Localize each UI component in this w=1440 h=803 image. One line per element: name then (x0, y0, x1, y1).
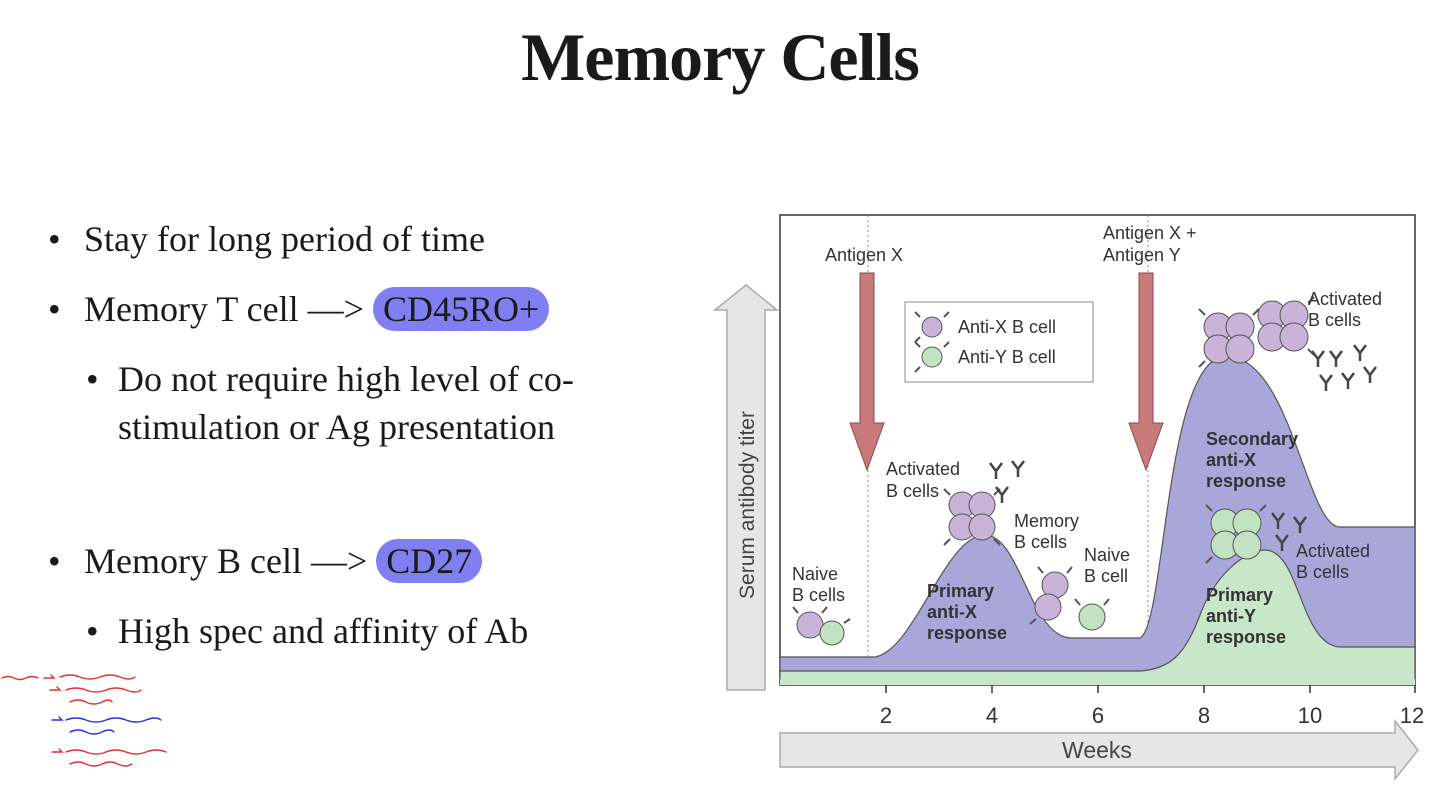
antibody-glyphs-1 (989, 460, 1025, 503)
y-axis-label: Serum antibody titer (736, 411, 759, 599)
activated-top-cluster (1198, 296, 1315, 368)
memory-b-cells-label-1: Memory (1014, 511, 1079, 531)
x-ticks (885, 685, 1416, 693)
primary-y-label-2: anti-Y (1206, 606, 1256, 626)
handwritten-notes (1, 674, 167, 767)
naive-b-cell-label-2: B cell (1084, 566, 1128, 586)
antibody-glyphs-2 (1311, 344, 1377, 391)
bullet-dot: • (86, 359, 99, 399)
antigen-xy-label-line2: Antigen Y (1103, 245, 1181, 265)
bullet-text: Do not require high level of co- (118, 359, 574, 399)
highlight-cd45ro: CD45RO+ (372, 287, 550, 331)
memory-b-cells-cluster (1029, 566, 1073, 625)
primary-y-label-3: response (1206, 627, 1286, 647)
activated-top-label-1: Activated (1308, 289, 1382, 309)
primary-x-label-2: anti-X (927, 602, 977, 622)
x-tick-label: 8 (1198, 703, 1210, 728)
naive-b-cell-green (1074, 598, 1110, 631)
activated-top-label-2: B cells (1308, 310, 1361, 330)
primary-x-label-1: Primary (927, 581, 994, 601)
x-axis-arrow (779, 718, 1419, 782)
legend-anti-x-cell (914, 311, 950, 343)
legend-box (904, 301, 1094, 383)
naive-b-cells-label-1: Naive (792, 564, 838, 584)
primary-x-label-3: response (927, 623, 1007, 643)
bullet-text: Memory T cell —> (84, 289, 373, 329)
x-tick-label: 4 (986, 703, 998, 728)
bullet-dot: • (48, 289, 61, 329)
bullet-dot: • (86, 611, 99, 651)
x-tick-label: 2 (880, 703, 892, 728)
bullet-text: Memory B cell —> (84, 541, 377, 581)
bullet-text: stimulation or Ag presentation (118, 407, 555, 447)
activated-b-cells-cluster (943, 488, 1001, 546)
antigen-xy-arrow (1128, 272, 1164, 472)
activated-green-cluster (1205, 504, 1267, 564)
antigen-x-arrow (849, 272, 885, 472)
naive-b-cells-label-2: B cells (792, 585, 845, 605)
highlight-cd27: CD27 (376, 539, 483, 583)
activated-green-label-1: Activated (1296, 541, 1370, 561)
activated-b-cells-label-1: Activated (886, 459, 960, 479)
page-title: Memory Cells (521, 19, 920, 95)
baseline-band (780, 679, 1415, 685)
antigen-xy-label-line1: Antigen X + (1103, 223, 1197, 243)
antibody-glyphs-3 (1271, 512, 1307, 551)
legend-anti-y-cell (914, 341, 950, 373)
x-tick-label: 10 (1298, 703, 1322, 728)
legend-anti-y-label: Anti-Y B cell (958, 347, 1056, 367)
memory-b-cells-label-2: B cells (1014, 532, 1067, 552)
secondary-x-label-1: Secondary (1206, 429, 1298, 449)
antibody-response-diagram: Serum antibody titer 2 4 6 8 10 12 Weeks… (712, 214, 1424, 782)
naive-b-cell-label-1: Naive (1084, 545, 1130, 565)
x-tick-label: 12 (1400, 703, 1424, 728)
antigen-x-label: Antigen X (825, 245, 903, 265)
secondary-x-label-2: anti-X (1206, 450, 1256, 470)
x-axis-label: Weeks (1062, 737, 1132, 763)
y-axis-arrow (712, 284, 780, 691)
activated-green-label-2: B cells (1296, 562, 1349, 582)
bullet-dot: • (48, 219, 61, 259)
legend-anti-x-label: Anti-X B cell (958, 317, 1056, 337)
primary-y-label-1: Primary (1206, 585, 1273, 605)
x-tick-label: 6 (1092, 703, 1104, 728)
bullet-dot: • (48, 541, 61, 581)
naive-b-cells-cluster (792, 606, 851, 646)
bullet-text: Stay for long period of time (84, 219, 485, 259)
secondary-x-label-3: response (1206, 471, 1286, 491)
bullet-text: High spec and affinity of Ab (118, 611, 529, 651)
activated-b-cells-label-2: B cells (886, 481, 939, 501)
